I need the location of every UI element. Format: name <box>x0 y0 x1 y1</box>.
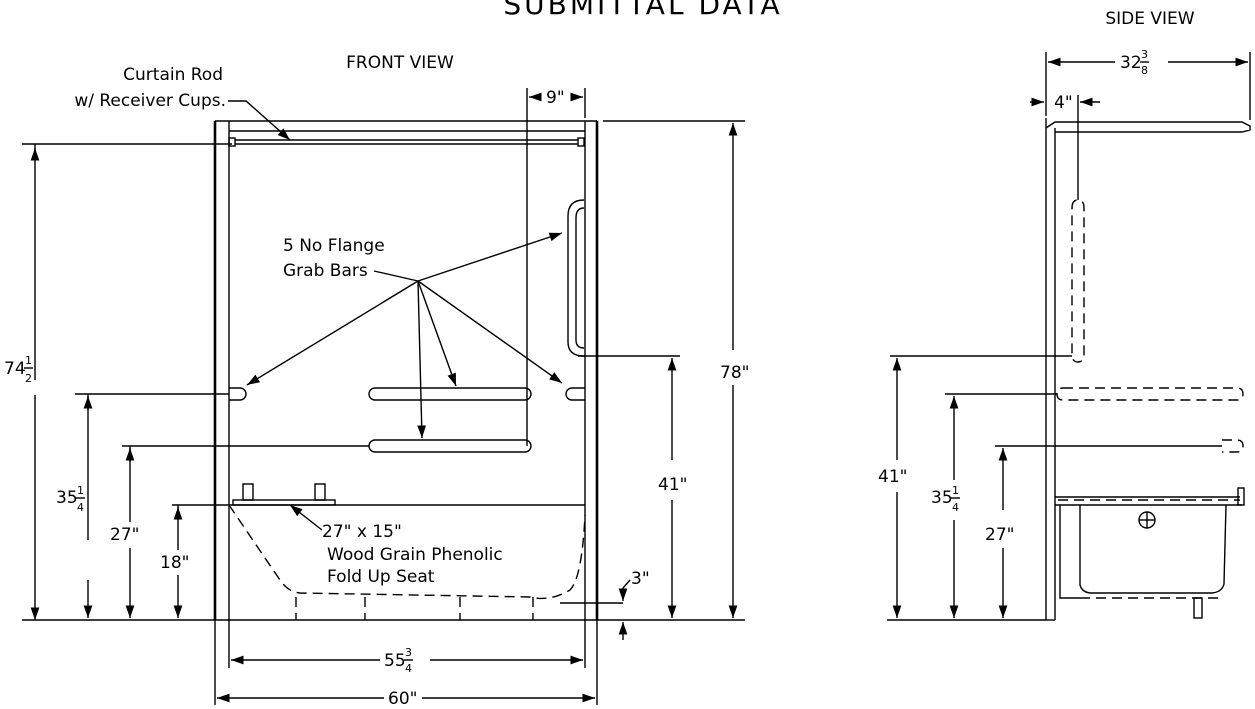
dim-55-num: 3 <box>405 646 412 659</box>
side-dim-32-den: 8 <box>1141 64 1148 77</box>
dim-55-den: 4 <box>405 662 412 675</box>
front-bottom-dimensions <box>214 620 598 705</box>
dim-height-74-den: 2 <box>25 372 32 385</box>
front-left-dimensions <box>22 143 369 621</box>
curtain-rod <box>228 137 585 147</box>
fold-up-seat <box>232 483 336 506</box>
dim-27: 27" <box>110 525 139 545</box>
dim-35-num: 1 <box>77 484 84 497</box>
side-view-heading: SIDE VIEW <box>1105 9 1194 29</box>
side-dim-32-num: 3 <box>1141 48 1148 61</box>
side-tub <box>1055 487 1245 619</box>
side-dim-32-whole: 32 <box>1120 53 1142 73</box>
seat-label-2: Wood Grain Phenolic <box>327 545 503 565</box>
dim-35-whole: 35 <box>56 488 78 508</box>
dim-9-lines <box>526 88 586 446</box>
dim-3: 3" <box>631 569 650 589</box>
curtain-rod-leader <box>228 100 291 141</box>
side-dim-35-whole: 35 <box>931 488 953 508</box>
grab-bars <box>229 199 585 453</box>
dim-41-front: 41" <box>658 475 687 495</box>
side-dim-27: 27" <box>985 525 1014 545</box>
dim-18: 18" <box>160 553 189 573</box>
side-dimensions <box>887 52 1251 621</box>
dim-height-74-whole: 74 <box>4 359 26 379</box>
grab-bars-leaders <box>246 232 563 439</box>
grab-bars-label-2: Grab Bars <box>283 261 368 281</box>
side-grab-bars <box>1056 199 1244 453</box>
side-dim-4: 4" <box>1054 93 1073 113</box>
seat-label-3: Fold Up Seat <box>327 567 435 587</box>
side-dim-35-den: 4 <box>952 501 959 514</box>
dim-height-74-num: 1 <box>25 354 32 367</box>
side-shell <box>1045 118 1251 621</box>
drawing-title: SUBMITTAL DATA <box>503 0 782 21</box>
curtain-rod-label-2: w/ Receiver Cups. <box>74 91 226 111</box>
dim-35-den: 4 <box>77 501 84 514</box>
side-dim-35-num: 1 <box>952 484 959 497</box>
tub-outline <box>228 504 586 620</box>
dim-78: 78" <box>720 363 749 383</box>
dim-9: 9" <box>546 88 565 108</box>
seat-label-1: 27" x 15" <box>322 522 402 542</box>
seat-leader <box>289 504 323 531</box>
dim-55-whole: 55 <box>384 651 406 671</box>
grab-bars-label-1: 5 No Flange <box>283 236 385 256</box>
side-dim-41: 41" <box>878 467 907 487</box>
front-right-dimensions <box>560 120 745 640</box>
curtain-rod-label-1: Curtain Rod <box>123 65 223 85</box>
dim-60: 60" <box>388 689 417 709</box>
front-view-heading: FRONT VIEW <box>346 53 454 73</box>
